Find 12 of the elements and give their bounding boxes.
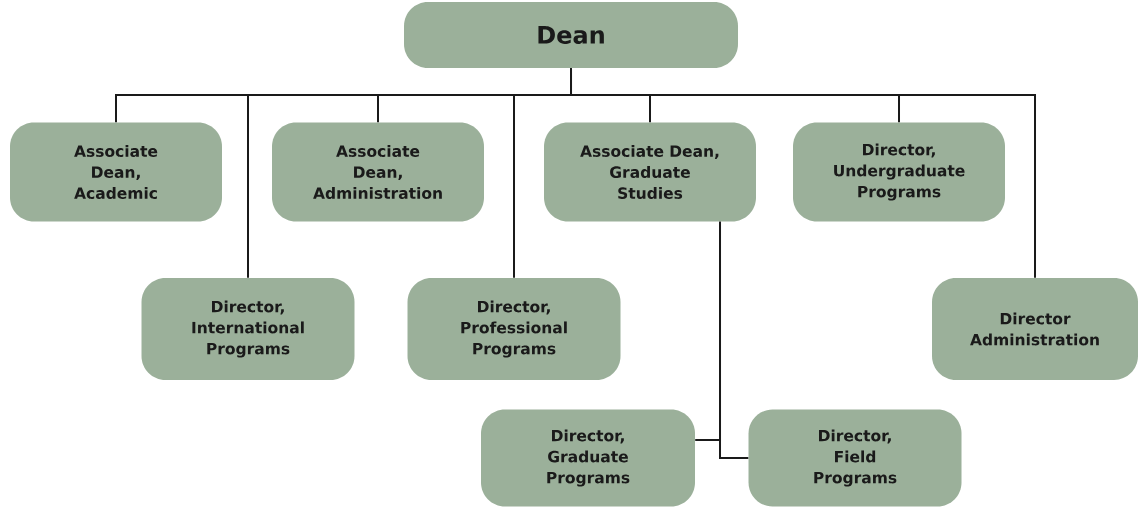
position-box: Director, Professional Programs xyxy=(407,278,621,380)
title-box: Dean xyxy=(404,2,738,68)
position-box: Associate Dean, Administration xyxy=(272,122,484,222)
position-box: Associate Dean, Graduate Studies xyxy=(544,122,756,222)
connector-line xyxy=(719,220,750,459)
connector-line xyxy=(570,67,1036,279)
position-box: Director, Field Programs xyxy=(748,409,962,507)
position-box: Director, International Programs xyxy=(141,278,355,380)
position-box: Director, Graduate Programs xyxy=(481,409,695,507)
position-box: Associate Dean, Academic xyxy=(10,122,222,222)
position-box: Director Administration xyxy=(932,278,1138,380)
position-box: Director, Undergraduate Programs xyxy=(793,122,1005,222)
